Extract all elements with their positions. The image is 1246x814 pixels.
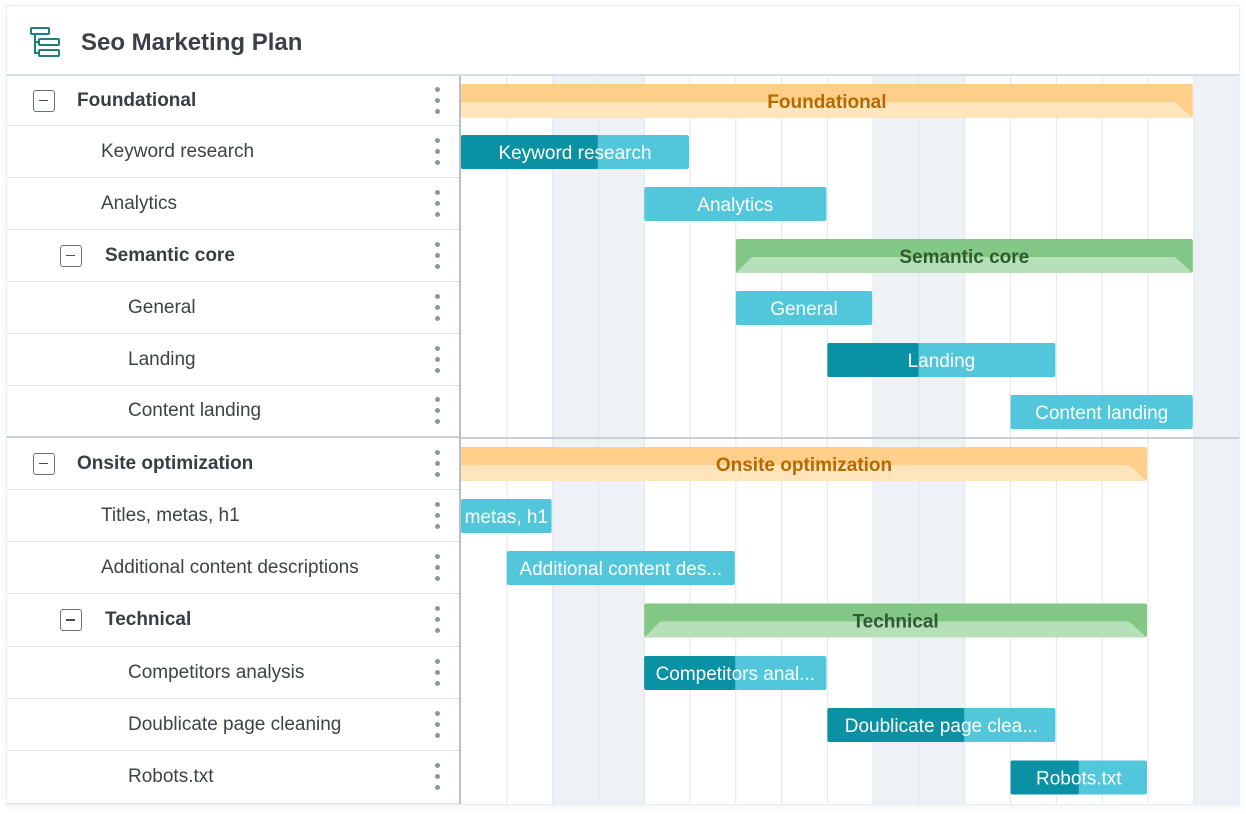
task-row-content-landing[interactable]: Content landing <box>7 386 459 438</box>
task-bar-label: Content landing <box>1035 403 1168 424</box>
task-row-doublicate-page-cleaning[interactable]: Doublicate page cleaning <box>7 699 459 751</box>
weekend-column <box>552 76 599 804</box>
task-row-robots-txt[interactable]: Robots.txt <box>7 751 459 804</box>
task-bar-label: metas, h1 <box>465 507 548 528</box>
more-options-icon[interactable] <box>435 658 441 687</box>
weekend-column <box>1193 76 1239 804</box>
more-options-icon[interactable] <box>435 763 441 791</box>
task-bar-general[interactable] <box>735 291 873 325</box>
more-options-icon[interactable] <box>435 553 441 582</box>
task-row-additional-content-descriptions[interactable]: Additional content descriptions <box>7 542 459 594</box>
task-name: Competitors analysis <box>128 661 305 683</box>
task-bar-label: Doublicate page clea... <box>845 716 1038 737</box>
task-bar-additional-content-descriptions[interactable] <box>506 551 735 585</box>
more-options-icon[interactable] <box>435 189 441 218</box>
task-row-analytics[interactable]: Analytics <box>7 178 459 230</box>
task-bar-titles-metas-h1[interactable] <box>461 499 552 533</box>
summary-bar-band <box>735 257 1193 273</box>
task-bar-label: Keyword research <box>498 143 651 164</box>
summary-bar-label: Onsite optimization <box>716 455 892 476</box>
task-row-competitors-analysis[interactable]: Competitors analysis <box>7 647 459 699</box>
more-options-icon[interactable] <box>435 293 441 322</box>
task-bar-content-landing[interactable] <box>1010 395 1193 429</box>
task-bar-label: Landing <box>908 351 976 372</box>
task-progress-fill <box>827 343 919 377</box>
task-row-foundational[interactable]: Foundational <box>7 76 459 126</box>
more-options-icon[interactable] <box>435 606 441 634</box>
more-options-icon[interactable] <box>435 86 441 115</box>
task-row-general[interactable]: General <box>7 282 459 334</box>
more-options-icon[interactable] <box>435 710 441 739</box>
task-row-keyword-research[interactable]: Keyword research <box>7 126 459 178</box>
task-name: Onsite optimization <box>77 452 254 474</box>
more-options-icon[interactable] <box>435 449 441 478</box>
task-name: Content landing <box>128 400 262 421</box>
summary-bar-band <box>644 621 1147 638</box>
summary-bar-label: Foundational <box>767 92 886 113</box>
task-bar-label: General <box>770 299 838 320</box>
weekend-column <box>919 76 965 804</box>
task-progress-fill <box>1010 760 1079 795</box>
gantt-tree-icon <box>30 27 60 57</box>
task-name: General <box>128 296 196 318</box>
summary-bar-label: Semantic core <box>899 247 1029 268</box>
task-name: Doublicate page cleaning <box>128 713 342 735</box>
task-name: Analytics <box>101 192 178 214</box>
summary-bar-band <box>461 102 1193 118</box>
task-progress-fill <box>644 656 736 690</box>
collapse-toggle-icon[interactable] <box>33 452 55 475</box>
task-row-semantic-core[interactable]: Semantic core <box>7 230 459 282</box>
task-name: Technical <box>105 609 192 630</box>
task-row-landing[interactable]: Landing <box>7 334 459 386</box>
task-name: Foundational <box>77 89 197 111</box>
task-bar-label: Robots.txt <box>1036 769 1122 790</box>
weekend-column <box>873 76 919 804</box>
task-progress-fill <box>827 708 965 742</box>
task-row-onsite-optimization[interactable]: Onsite optimization <box>7 438 459 490</box>
task-bar-analytics[interactable] <box>644 187 827 221</box>
more-options-icon[interactable] <box>435 137 441 166</box>
task-bar-label: Additional content des... <box>519 559 722 580</box>
task-progress-fill <box>461 135 598 169</box>
weekend-column <box>598 76 645 804</box>
task-bar-label: Analytics <box>697 195 773 216</box>
header: Seo Marketing Plan <box>7 6 1239 76</box>
collapse-toggle-icon[interactable] <box>33 89 55 112</box>
collapse-toggle-icon[interactable] <box>60 244 82 267</box>
task-row-technical[interactable]: Technical <box>7 594 459 647</box>
task-name: Robots.txt <box>128 766 214 787</box>
page-title: Seo Marketing Plan <box>81 29 303 56</box>
more-options-icon[interactable] <box>435 501 441 530</box>
task-name: Keyword research <box>101 140 255 162</box>
more-options-icon[interactable] <box>435 241 441 270</box>
summary-bar-band <box>461 465 1147 481</box>
more-options-icon[interactable] <box>435 397 441 425</box>
task-bar-label: Competitors anal... <box>656 664 815 685</box>
collapse-toggle-icon[interactable] <box>60 609 82 631</box>
task-row-titles-metas-h1[interactable]: Titles, metas, h1 <box>7 490 459 542</box>
summary-bar-label: Technical <box>852 612 938 633</box>
task-name: Landing <box>128 348 196 370</box>
task-name: Semantic core <box>105 244 235 266</box>
more-options-icon[interactable] <box>435 345 441 374</box>
task-name: Additional content descriptions <box>101 556 359 578</box>
task-name: Titles, metas, h1 <box>101 504 240 526</box>
